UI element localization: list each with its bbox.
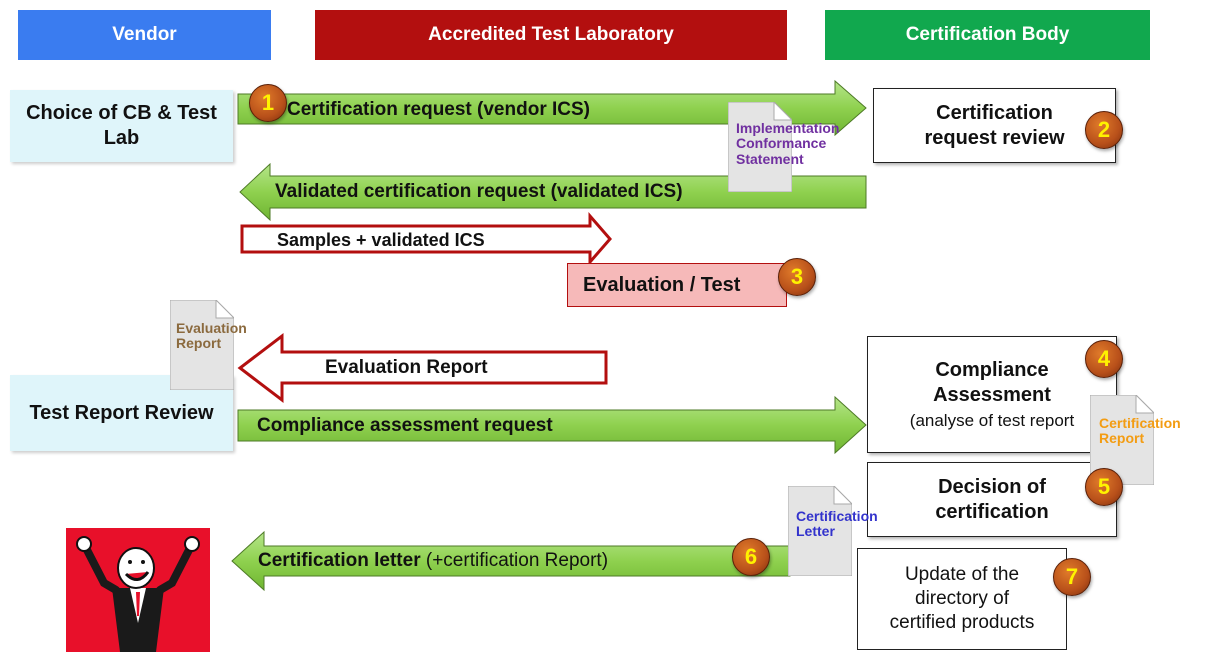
box-choice-cb-test-lab: Choice of CB & Test Lab bbox=[10, 90, 233, 162]
label-samples: Samples + validated ICS bbox=[277, 230, 485, 250]
label-certification-letter-normal: (+certification Report) bbox=[420, 550, 609, 571]
document-icon-ics bbox=[728, 102, 792, 192]
arrow-certification-letter bbox=[231, 530, 791, 592]
document-icon-certification-letter bbox=[788, 486, 852, 576]
header-vendor: Vendor bbox=[18, 10, 271, 60]
box-compliance-assessment: Compliance Assessment (analyse of test r… bbox=[867, 336, 1117, 453]
document-icon-certification-report bbox=[1090, 395, 1154, 485]
step-badge-5: 5 bbox=[1085, 468, 1123, 506]
arrow-validated-request bbox=[239, 162, 867, 222]
label-certification-letter-bold: Certification letter bbox=[258, 550, 421, 571]
celebrating-person-icon bbox=[66, 528, 210, 652]
box-decision-certification: Decision of certification bbox=[867, 462, 1117, 537]
label-validated-request: Validated certification request (validat… bbox=[275, 181, 683, 202]
arrow-evaluation-report bbox=[237, 332, 608, 404]
doc-text-ics: Implementation Conformance Statement bbox=[736, 120, 840, 167]
step-badge-2: 2 bbox=[1085, 111, 1123, 149]
doc-text-certification-report: Certification Report bbox=[1099, 415, 1181, 447]
doc-text-certification-letter: Certification Letter bbox=[796, 508, 878, 540]
box-evaluation-test: Evaluation / Test bbox=[567, 263, 787, 307]
arrow-samples bbox=[240, 211, 612, 267]
document-icon-evaluation-report bbox=[170, 300, 234, 390]
doc-text-evaluation-report: Evaluation Report bbox=[176, 320, 247, 352]
compliance-title: Compliance Assessment bbox=[933, 358, 1051, 406]
compliance-subtitle: (analyse of test report bbox=[909, 410, 1075, 430]
label-certification-letter: Certification letter (+certification Rep… bbox=[258, 550, 608, 572]
step-badge-1: 1 bbox=[249, 84, 287, 122]
box-update-directory: Update of the directory of certified pro… bbox=[857, 548, 1067, 650]
header-certification-body: Certification Body bbox=[825, 10, 1150, 60]
label-certification-request: Certification request (vendor ICS) bbox=[287, 99, 590, 120]
label-compliance-request: Compliance assessment request bbox=[257, 415, 553, 436]
arrow-compliance-request bbox=[237, 395, 867, 455]
arrow-certification-request bbox=[237, 79, 867, 137]
box-certification-request-review: Certification request review bbox=[873, 88, 1116, 163]
step-badge-7: 7 bbox=[1053, 558, 1091, 596]
step-badge-3: 3 bbox=[778, 258, 816, 296]
label-evaluation-report: Evaluation Report bbox=[325, 357, 488, 378]
header-test-laboratory: Accredited Test Laboratory bbox=[315, 10, 787, 60]
step-badge-4: 4 bbox=[1085, 340, 1123, 378]
step-badge-6: 6 bbox=[732, 538, 770, 576]
